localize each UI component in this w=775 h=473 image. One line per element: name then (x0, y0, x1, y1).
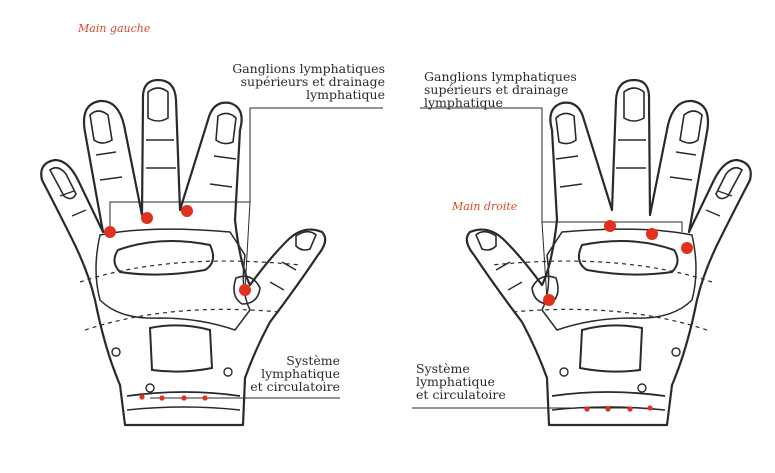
left-bottom-label-line-3: et circulatoire (250, 379, 340, 394)
left-point-index (104, 226, 116, 238)
right-point-index (681, 242, 693, 254)
right-top-label: Ganglions lymphatiques supérieurs et dra… (424, 70, 577, 109)
right-hand-drawing (412, 78, 752, 427)
right-point-thumb (543, 294, 555, 306)
right-bottom-label: Système lymphatique et circulatoire (416, 362, 506, 401)
left-top-label: Ganglions lymphatiques supérieurs et dra… (210, 62, 385, 101)
left-top-label-line-3: lymphatique (306, 87, 385, 102)
right-top-label-line-3: lymphatique (424, 95, 503, 110)
left-wrist-point-4 (202, 395, 208, 401)
right-wrist-point-2 (627, 406, 633, 412)
right-bottom-label-line-3: et circulatoire (416, 387, 506, 402)
left-point-ring (181, 205, 193, 217)
right-top-label-line-2: supérieurs et drainage (424, 82, 569, 97)
left-bottom-label-line-2: lymphatique (261, 366, 340, 381)
right-point-middle (646, 228, 658, 240)
left-top-label-line-1: Ganglions lymphatiques (232, 61, 385, 76)
right-wrist-point-3 (605, 406, 611, 412)
left-top-label-line-2: supérieurs et drainage (240, 74, 385, 89)
left-bottom-label: Système lymphatique et circulatoire (250, 354, 340, 393)
right-bottom-label-line-1: Système (416, 361, 470, 376)
right-wrist-point-1 (647, 405, 653, 411)
left-point-thumb (239, 284, 251, 296)
right-hand-title: Main droite (452, 200, 518, 213)
left-hand-title: Main gauche (78, 22, 151, 35)
right-wrist-point-4 (584, 406, 590, 412)
left-bottom-label-line-1: Système (286, 353, 340, 368)
left-hand-drawing (40, 78, 383, 427)
left-point-middle (141, 212, 153, 224)
right-point-ring (604, 220, 616, 232)
right-top-label-line-1: Ganglions lymphatiques (424, 69, 577, 84)
right-bottom-label-line-2: lymphatique (416, 374, 495, 389)
left-wrist-point-3 (181, 395, 187, 401)
left-wrist-point-1 (139, 394, 145, 400)
left-wrist-point-2 (159, 395, 165, 401)
